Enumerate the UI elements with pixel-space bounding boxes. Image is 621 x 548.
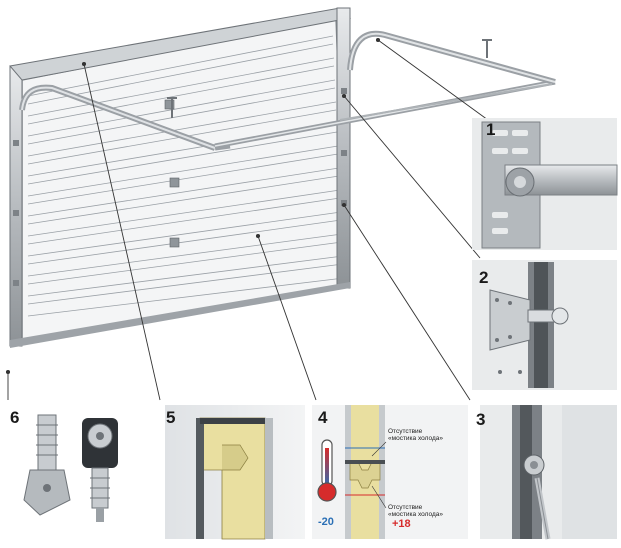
note-top-line2: «мостика холода»	[388, 435, 443, 442]
detail-panel-2	[472, 260, 617, 390]
callout-5: 5	[166, 408, 176, 427]
right-frame-post	[336, 7, 351, 289]
leader-lines	[5, 37, 489, 401]
detail-panel-1	[472, 118, 618, 250]
left-post-clips	[13, 140, 19, 286]
detail-panel-6	[23, 414, 118, 522]
callout-6: 6	[10, 408, 20, 427]
bottom-seal	[10, 282, 350, 348]
note-bottom-line2: «мостика холода»	[388, 511, 443, 518]
callout-2: 2	[479, 268, 489, 287]
detail-panel-4	[312, 405, 468, 539]
note-top-line1: Отсутствие	[388, 428, 423, 435]
temp-cold: -20	[318, 516, 334, 528]
door-assembly	[9, 7, 556, 348]
callout-4: 4	[318, 408, 328, 427]
callout-3: 3	[476, 410, 486, 429]
door-panel-ribs	[27, 35, 345, 317]
ceiling-rails	[19, 30, 556, 151]
detail-panel-3	[480, 405, 617, 540]
note-bottom-line1: Отсутствие	[388, 504, 423, 511]
detail-panel-5	[165, 405, 305, 540]
temp-warm: +18	[392, 518, 411, 530]
callout-1: 1	[486, 120, 496, 139]
door-hinges	[164, 99, 180, 248]
